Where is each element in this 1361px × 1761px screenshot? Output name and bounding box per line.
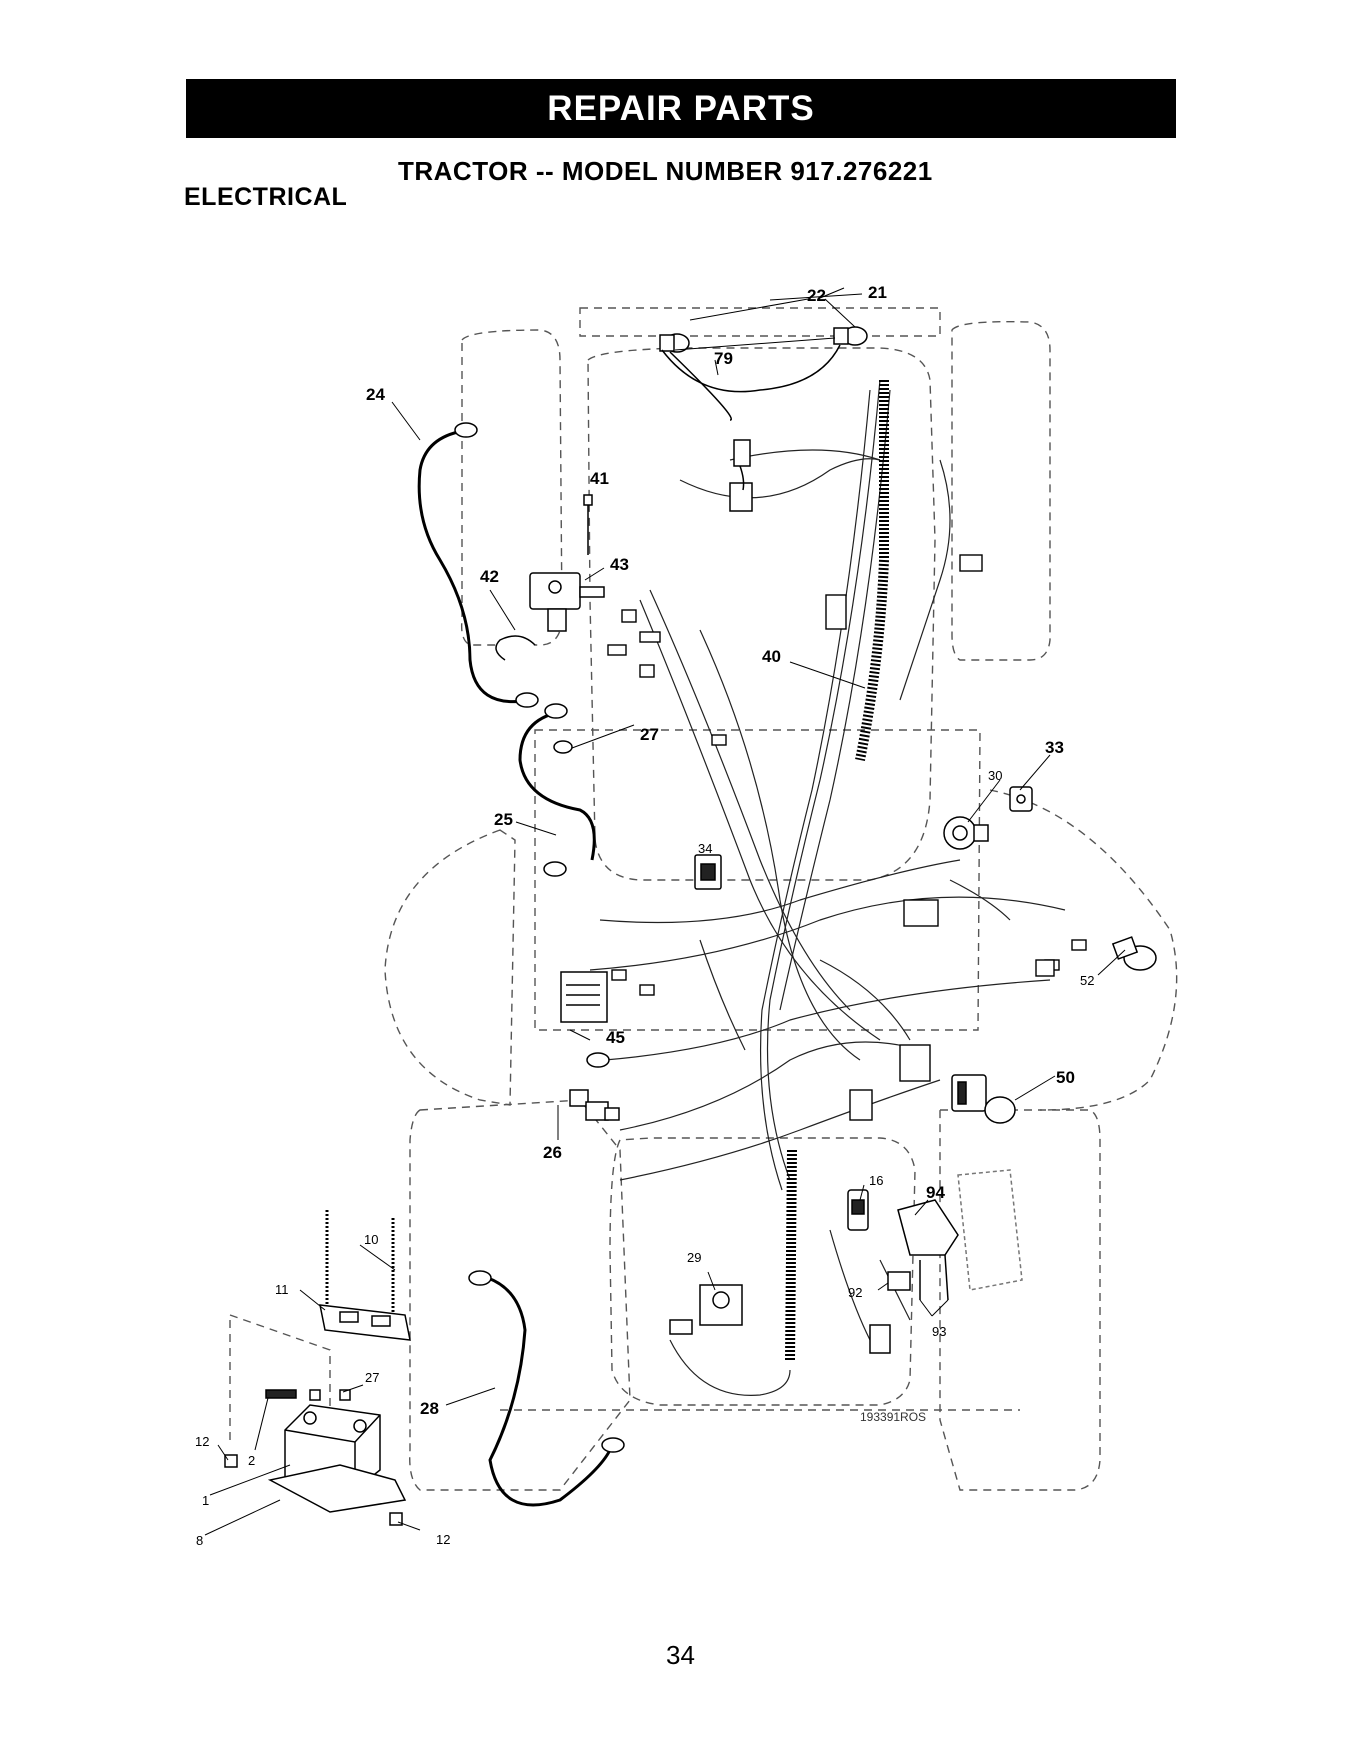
callout-34: 34 xyxy=(698,841,712,856)
callout-33: 33 xyxy=(1045,738,1064,757)
callout-27-upper: 27 xyxy=(640,725,659,744)
callout-93: 93 xyxy=(932,1324,946,1339)
callout-22: 22 xyxy=(807,286,826,305)
headlight-assembly xyxy=(660,327,867,511)
callout-8: 8 xyxy=(196,1533,203,1548)
callout-12-right: 12 xyxy=(436,1532,450,1547)
callout-30: 30 xyxy=(988,768,1002,783)
callout-2: 2 xyxy=(248,1453,255,1468)
callout-40: 40 xyxy=(762,647,781,666)
page-number: 34 xyxy=(0,1640,1361,1671)
harness-conduit xyxy=(790,380,884,1360)
callout-12-left: 12 xyxy=(195,1434,209,1449)
starter-solenoid xyxy=(496,495,604,660)
callout-52: 52 xyxy=(1080,973,1094,988)
callout-92: 92 xyxy=(848,1285,862,1300)
callout-45: 45 xyxy=(606,1028,625,1047)
drawing-code: 193391ROS xyxy=(860,1410,926,1424)
callout-42: 42 xyxy=(480,567,499,586)
callout-28: 28 xyxy=(420,1399,439,1418)
callout-10: 10 xyxy=(364,1232,378,1247)
callout-29: 29 xyxy=(687,1250,701,1265)
leader-lines xyxy=(205,288,1125,1535)
battery-assembly xyxy=(225,1210,410,1525)
callout-26: 26 xyxy=(543,1143,562,1162)
callout-43: 43 xyxy=(610,555,629,574)
callout-24: 24 xyxy=(366,385,385,404)
callout-21: 21 xyxy=(868,283,887,302)
callout-11: 11 xyxy=(275,1282,289,1297)
callout-94: 94 xyxy=(926,1183,945,1202)
callout-16: 16 xyxy=(869,1173,883,1188)
callout-25: 25 xyxy=(494,810,513,829)
callout-79: 79 xyxy=(714,349,733,368)
callout-50: 50 xyxy=(1056,1068,1075,1087)
callout-41: 41 xyxy=(590,469,609,488)
callout-27-lower: 27 xyxy=(365,1370,379,1385)
callout-1: 1 xyxy=(202,1493,209,1508)
